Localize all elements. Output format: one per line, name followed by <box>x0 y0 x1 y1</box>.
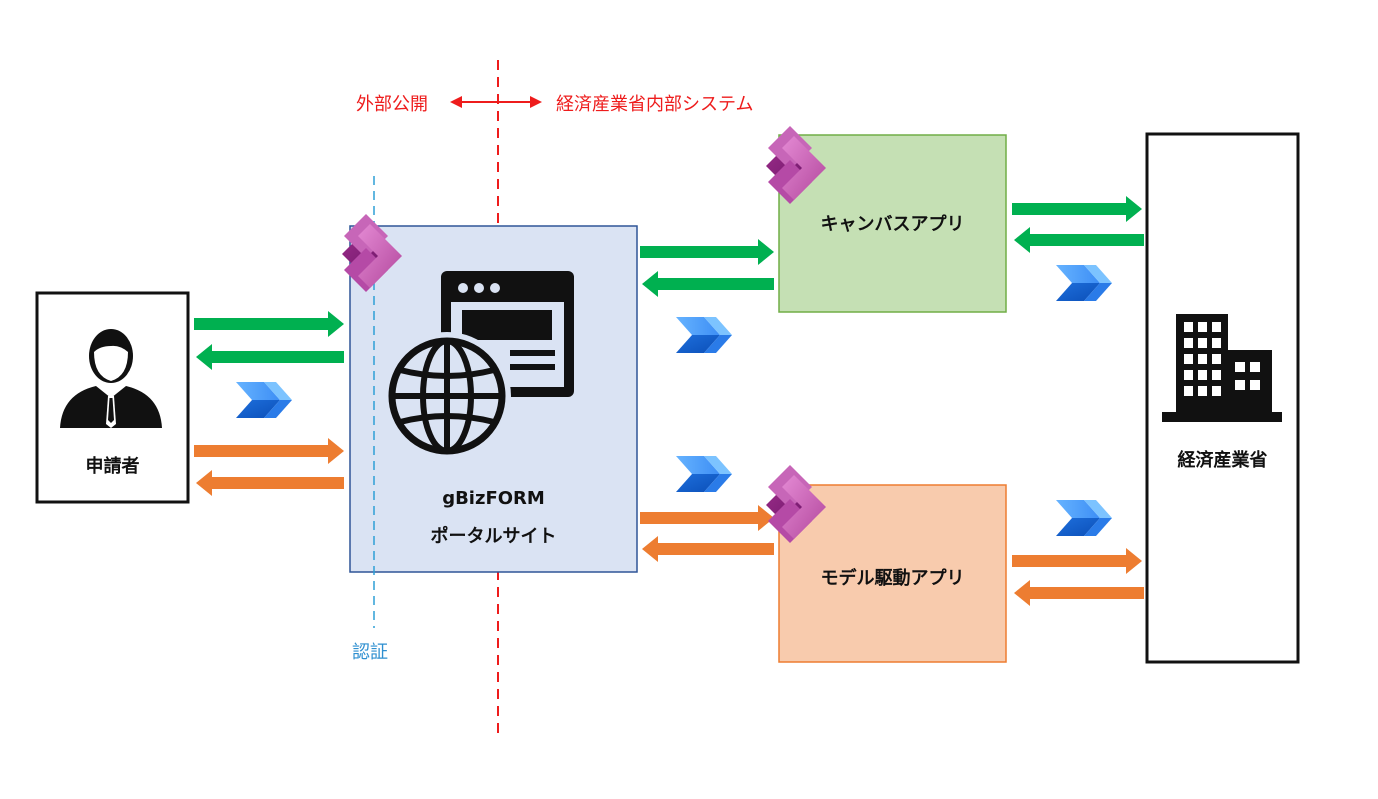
external-label: 外部公開 <box>356 94 428 115</box>
building-icon <box>1162 314 1282 422</box>
model-app-label: モデル駆動アプリ <box>820 568 965 589</box>
canvas-app-label: キャンバスアプリ <box>820 214 965 235</box>
arrow-ministry-to-model <box>1014 580 1144 606</box>
arrow-model-to-ministry <box>1012 548 1142 574</box>
arrow-portal-to-applicant-orange <box>196 470 344 496</box>
power-automate-icon <box>236 382 292 418</box>
arrow-portal-to-model <box>640 505 774 531</box>
portal-subtitle: ポータルサイト <box>430 526 557 547</box>
person-icon <box>60 329 162 428</box>
internal-label: 経済産業省内部システム <box>556 94 754 115</box>
applicant-box <box>35 291 190 504</box>
arrow-model-to-portal <box>642 536 774 562</box>
power-automate-icon <box>1056 500 1112 536</box>
power-automate-icon <box>1056 265 1112 301</box>
ministry-label: 経済産業省 <box>1177 450 1268 471</box>
arrow-canvas-to-ministry <box>1012 196 1142 222</box>
auth-label: 認証 <box>352 642 388 663</box>
arrow-applicant-to-portal-orange <box>194 438 344 464</box>
applicant-label: 申請者 <box>85 456 140 477</box>
arrow-applicant-to-portal-green <box>194 311 344 337</box>
website-globe-icon <box>383 271 574 460</box>
arrow-ministry-to-canvas <box>1014 227 1144 253</box>
arrow-portal-to-canvas <box>640 239 774 265</box>
portal-title: gBizFORM <box>442 488 545 509</box>
arrow-portal-to-applicant-green <box>196 344 344 370</box>
boundary-double-arrow <box>450 96 542 108</box>
power-automate-icon <box>676 456 732 492</box>
power-automate-icon <box>676 317 732 353</box>
arrow-canvas-to-portal <box>642 271 774 297</box>
